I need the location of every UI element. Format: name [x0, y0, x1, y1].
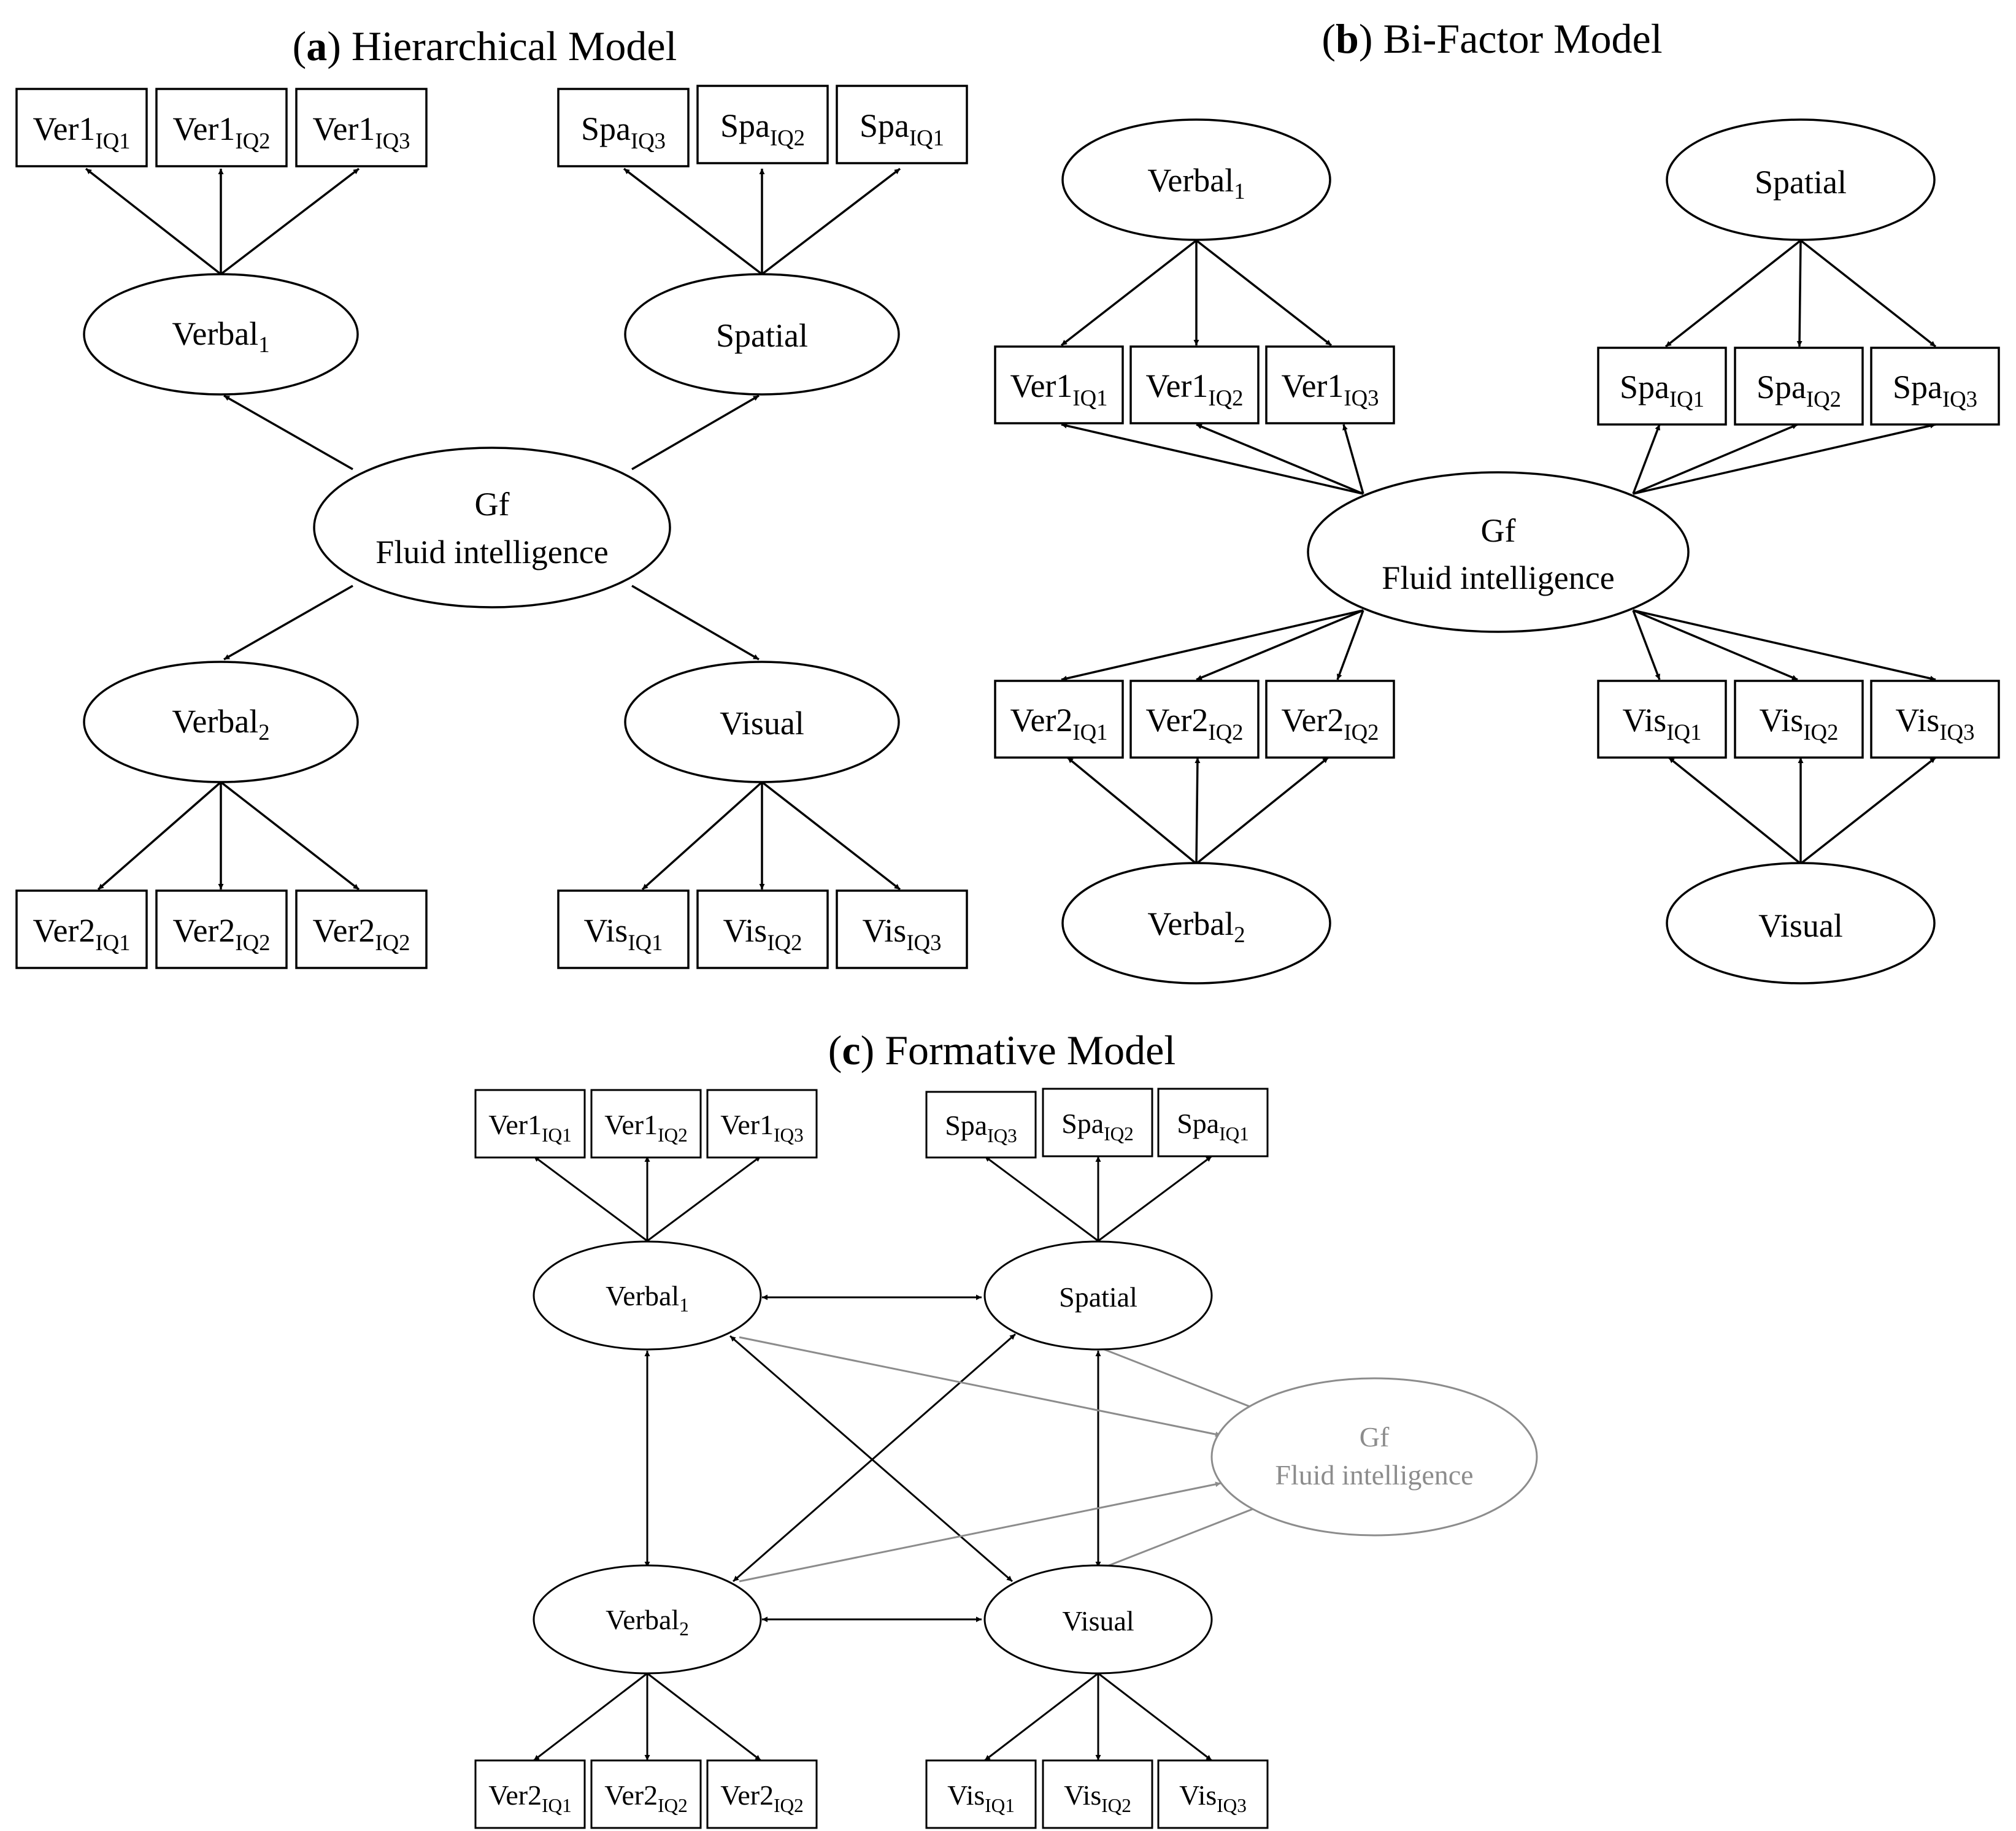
indicator-label: Ver1IQ2: [172, 110, 270, 153]
gf-label-line2: Fluid intelligence: [375, 534, 608, 570]
panel-a-title: (a) Hierarchical Model: [293, 23, 677, 69]
panel-b-vis-indicators: VisIQ1 VisIQ2 VisIQ3: [1597, 680, 2000, 759]
latent-label: Spatial: [716, 317, 808, 354]
panel-b-visual-latent: [1666, 862, 1936, 985]
latent-label: Visual: [1062, 1605, 1134, 1637]
panel-c-title: (c) Formative Model: [828, 1027, 1176, 1073]
gf-label-line1: Gf: [475, 486, 510, 523]
latent-label: Spatial: [1059, 1281, 1137, 1313]
indicator-label: VisIQ2: [1760, 702, 1839, 745]
gf-label-line1: Gf: [1481, 512, 1516, 549]
indicator-label: VisIQ2: [1064, 1779, 1131, 1816]
indicator-label: Ver1IQ3: [720, 1109, 803, 1146]
latent-label: Verbal1: [1147, 162, 1245, 204]
latent-label: Verbal2: [172, 703, 269, 745]
indicator-label: Ver1IQ3: [1281, 367, 1379, 410]
panel-a-verbal1-latent: [83, 273, 359, 396]
indicator-label: Ver2IQ1: [488, 1779, 571, 1816]
panel-b-gf-latent: [1307, 471, 1690, 633]
indicator-label: SpaIQ1: [1620, 369, 1704, 412]
panel-b-title: (b) Bi-Factor Model: [1322, 15, 1662, 62]
panel-a-hierarchical: Ver1IQ1 Ver1IQ2 Ver1IQ3 SpaIQ3 SpaIQ2 Sp…: [15, 85, 968, 969]
indicator-label: Ver1IQ2: [1145, 367, 1243, 410]
indicator-label: VisIQ1: [584, 912, 663, 955]
panel-a-verbal2-latent: [83, 661, 359, 783]
indicator-label: SpaIQ3: [581, 110, 666, 153]
panel-b-ver2-indicators: Ver2IQ1 Ver2IQ2 Ver2IQ2: [994, 680, 1395, 759]
indicator-label: Ver1IQ1: [33, 110, 130, 153]
panel-c-verbal1-latent: [533, 1240, 762, 1351]
panel-a-ver2-indicators: Ver2IQ1 Ver2IQ2 Ver2IQ2: [15, 889, 428, 969]
panel-c-gf-latent: [1210, 1377, 1538, 1537]
panel-b-edges: [1060, 239, 1937, 865]
latent-label: Verbal1: [606, 1280, 689, 1316]
gf-label-line1: Gf: [1360, 1421, 1390, 1453]
indicator-label: VisIQ3: [1896, 702, 1975, 745]
indicator-label: Ver1IQ1: [488, 1109, 571, 1146]
indicator-label: Ver2IQ2: [172, 912, 270, 955]
indicator-label: VisIQ3: [1179, 1779, 1247, 1816]
panel-a-gf-latent: [313, 447, 671, 608]
indicator-label: SpaIQ1: [860, 107, 944, 150]
panel-a-vis-indicators: VisIQ1 VisIQ2 VisIQ3: [557, 889, 968, 969]
indicator-label: Ver2IQ1: [1010, 702, 1107, 745]
indicator-label: Ver2IQ2: [312, 912, 410, 955]
indicator-label: Ver1IQ3: [312, 110, 410, 153]
indicator-label: SpaIQ2: [720, 107, 805, 150]
indicator-label: Ver1IQ2: [604, 1109, 687, 1146]
panel-c-ver1-indicators: Ver1IQ1 Ver1IQ2 Ver1IQ3: [474, 1089, 818, 1159]
panel-a-edges: [85, 167, 901, 891]
indicator-label: SpaIQ3: [945, 1110, 1017, 1146]
panel-b-bifactor: Verbal1 Spatial Ver1IQ1 Ver1IQ2 Ver1IQ3 …: [994, 118, 2000, 985]
panel-c-ver2-indicators: Ver2IQ1 Ver2IQ2 Ver2IQ2: [474, 1759, 818, 1829]
panel-c-formative-edges: [739, 1336, 1261, 1583]
panel-b-ver1-indicators: Ver1IQ1 Ver1IQ2 Ver1IQ3: [994, 345, 1395, 424]
indicator-label: SpaIQ3: [1893, 369, 1977, 412]
indicator-label: SpaIQ1: [1177, 1108, 1249, 1145]
panel-b-spa-indicators: SpaIQ1 SpaIQ2 SpaIQ3: [1597, 347, 2000, 426]
panel-a-ver1-indicators: Ver1IQ1 Ver1IQ2 Ver1IQ3: [15, 88, 428, 167]
panel-c-formative: Ver1IQ1 Ver1IQ2 Ver1IQ3 SpaIQ3 SpaIQ2 Sp…: [474, 1088, 1538, 1829]
indicator-label: SpaIQ2: [1756, 369, 1841, 412]
indicator-label: Ver2IQ2: [1281, 702, 1379, 745]
gf-label-line2: Fluid intelligence: [1275, 1459, 1473, 1491]
indicator-label: Ver1IQ1: [1010, 367, 1107, 410]
latent-label: Verbal2: [1147, 905, 1245, 947]
panel-a-visual-latent: [624, 661, 900, 783]
panel-c-edges: [533, 1155, 1212, 1762]
panel-c-verbal2-latent: [533, 1564, 762, 1675]
indicator-label: VisIQ2: [723, 912, 802, 955]
latent-label: Visual: [1758, 907, 1843, 944]
gf-label-line2: Fluid intelligence: [1382, 559, 1614, 596]
latent-label: Verbal1: [172, 315, 269, 357]
indicator-label: Ver2IQ2: [720, 1779, 803, 1816]
panel-c-vis-indicators: VisIQ1 VisIQ2 VisIQ3: [925, 1759, 1269, 1829]
panel-a-spatial-latent: [624, 273, 900, 396]
indicator-label: Ver2IQ2: [1145, 702, 1243, 745]
panel-a-spa-indicators: SpaIQ3 SpaIQ2 SpaIQ1: [557, 85, 968, 167]
panel-c-spa-indicators: SpaIQ3 SpaIQ2 SpaIQ1: [925, 1088, 1269, 1159]
latent-label: Visual: [720, 705, 804, 742]
indicator-label: VisIQ3: [863, 912, 942, 955]
indicator-label: SpaIQ2: [1061, 1108, 1134, 1145]
panel-b-spatial-latent: [1666, 118, 1936, 241]
indicator-label: VisIQ1: [947, 1779, 1015, 1816]
panel-b-verbal2-latent: [1061, 862, 1331, 985]
panel-b-verbal1-latent: [1061, 118, 1331, 241]
latent-label: Verbal2: [606, 1604, 689, 1640]
indicator-label: VisIQ1: [1623, 702, 1702, 745]
indicator-label: Ver2IQ2: [604, 1779, 687, 1816]
latent-label: Spatial: [1755, 164, 1847, 201]
indicator-label: Ver2IQ1: [33, 912, 130, 955]
panel-c-spatial-latent: [983, 1240, 1213, 1351]
panel-c-visual-latent: [983, 1564, 1213, 1675]
